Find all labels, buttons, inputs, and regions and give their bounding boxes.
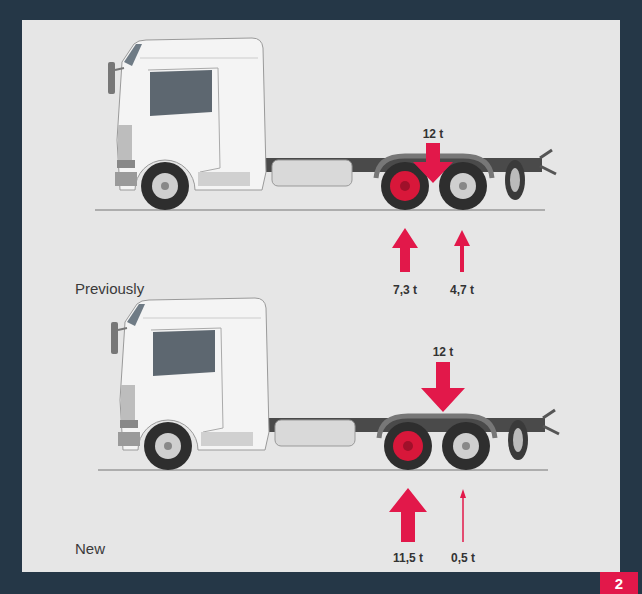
- load-arrow: [421, 362, 465, 412]
- load-value: 7,3 t: [393, 284, 417, 296]
- load-value: 12 t: [433, 346, 454, 358]
- axle-load-arrow: [454, 230, 470, 272]
- axle-load-arrow: [462, 496, 464, 542]
- load-arrow: [413, 143, 453, 183]
- load-value: 12 t: [423, 128, 444, 140]
- axle-load-arrow-head: [460, 489, 466, 498]
- figure-number-badge: 2: [600, 572, 638, 594]
- panel-background: [22, 20, 620, 572]
- figure-number: 2: [615, 575, 623, 592]
- load-value: 0,5 t: [451, 552, 475, 564]
- state-caption: Previously: [75, 281, 144, 296]
- truck-new: [98, 298, 559, 470]
- axle-load-arrow: [389, 488, 427, 542]
- axle-load-arrow: [392, 228, 418, 272]
- state-caption: New: [75, 541, 105, 556]
- load-value: 4,7 t: [450, 284, 474, 296]
- truck-previously: [95, 38, 556, 210]
- load-value: 11,5 t: [393, 552, 423, 564]
